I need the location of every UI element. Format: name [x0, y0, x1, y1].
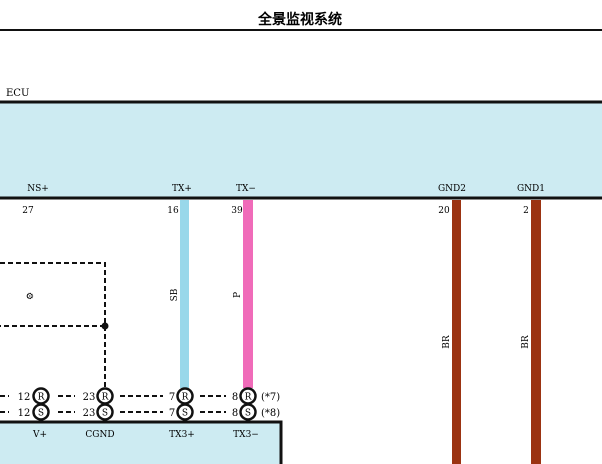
connector-number: 12 — [18, 392, 31, 403]
bottom-pin-v-plus: V+ — [32, 430, 47, 440]
ecu-pin-number: 2 — [523, 206, 529, 216]
connector-circle — [176, 403, 194, 421]
ecu-label: ECU — [6, 88, 29, 99]
connector-circle — [32, 403, 50, 421]
wire-p — [243, 200, 253, 388]
bottom-pin-tx3-plus: TX3+ — [169, 430, 195, 440]
wire-br-gnd2 — [452, 200, 461, 464]
ecu-pin-tx-plus: TX+ — [172, 184, 192, 194]
connector-letter: S — [38, 409, 44, 419]
page-title: 全景监视系统 — [257, 11, 342, 28]
connector-letter: R — [38, 393, 45, 403]
ecu-pin-ns-plus: NS+ — [27, 184, 49, 194]
ecu-pin-number: 27 — [22, 206, 34, 216]
harness-box — [0, 262, 106, 327]
connector-note: (*7) — [261, 392, 280, 403]
connector-number: 8 — [232, 392, 238, 403]
connector-number: 7 — [169, 392, 175, 403]
wire-color-code: P — [233, 292, 243, 298]
bottom-unit-edge — [0, 420, 283, 464]
connector-number: 12 — [18, 408, 31, 419]
ecu-pin-number: 20 — [438, 206, 450, 216]
wire-color-code: SB — [170, 288, 180, 301]
harness-box-glyph: ⚙ — [26, 292, 36, 300]
ecu-block — [0, 101, 602, 199]
connector-number: 7 — [169, 408, 175, 419]
bottom-pin-tx3-minus: TX3− — [233, 430, 259, 440]
connector-letter: R — [102, 393, 109, 403]
wire-color-code: BR — [521, 335, 531, 349]
ecu-pin-number: 39 — [231, 206, 243, 216]
ecu-pin-tx-minus: TX− — [236, 184, 256, 194]
connector-number: 23 — [83, 392, 96, 403]
connector-note: (*8) — [261, 408, 280, 419]
wire-color-code: BR — [442, 335, 452, 349]
bottom-unit — [0, 422, 281, 464]
ecu-pin-gnd1: GND1 — [517, 184, 545, 194]
ecu-pin-number: 16 — [167, 206, 179, 216]
ecu-pin-gnd2: GND2 — [438, 184, 466, 194]
connector-row-r: 12 R 23 R 7 R 8 R (*7) — [18, 387, 280, 405]
wire-br-gnd1 — [531, 200, 541, 464]
connector-letter: S — [102, 409, 108, 419]
connector-number: 23 — [83, 408, 96, 419]
bottom-pin-cgnd: CGND — [85, 430, 114, 440]
connector-letter: S — [245, 409, 251, 419]
connector-circle — [239, 403, 257, 421]
junction-dot — [101, 322, 109, 330]
connector-letter: R — [182, 393, 189, 403]
connector-letter: S — [182, 409, 188, 419]
connector-letter: R — [245, 393, 252, 403]
connector-circle — [96, 403, 114, 421]
wire-sb — [180, 200, 189, 388]
connector-number: 8 — [232, 408, 238, 419]
connector-row-s: 12 S 23 S 7 S 8 S (*8) — [18, 403, 280, 421]
